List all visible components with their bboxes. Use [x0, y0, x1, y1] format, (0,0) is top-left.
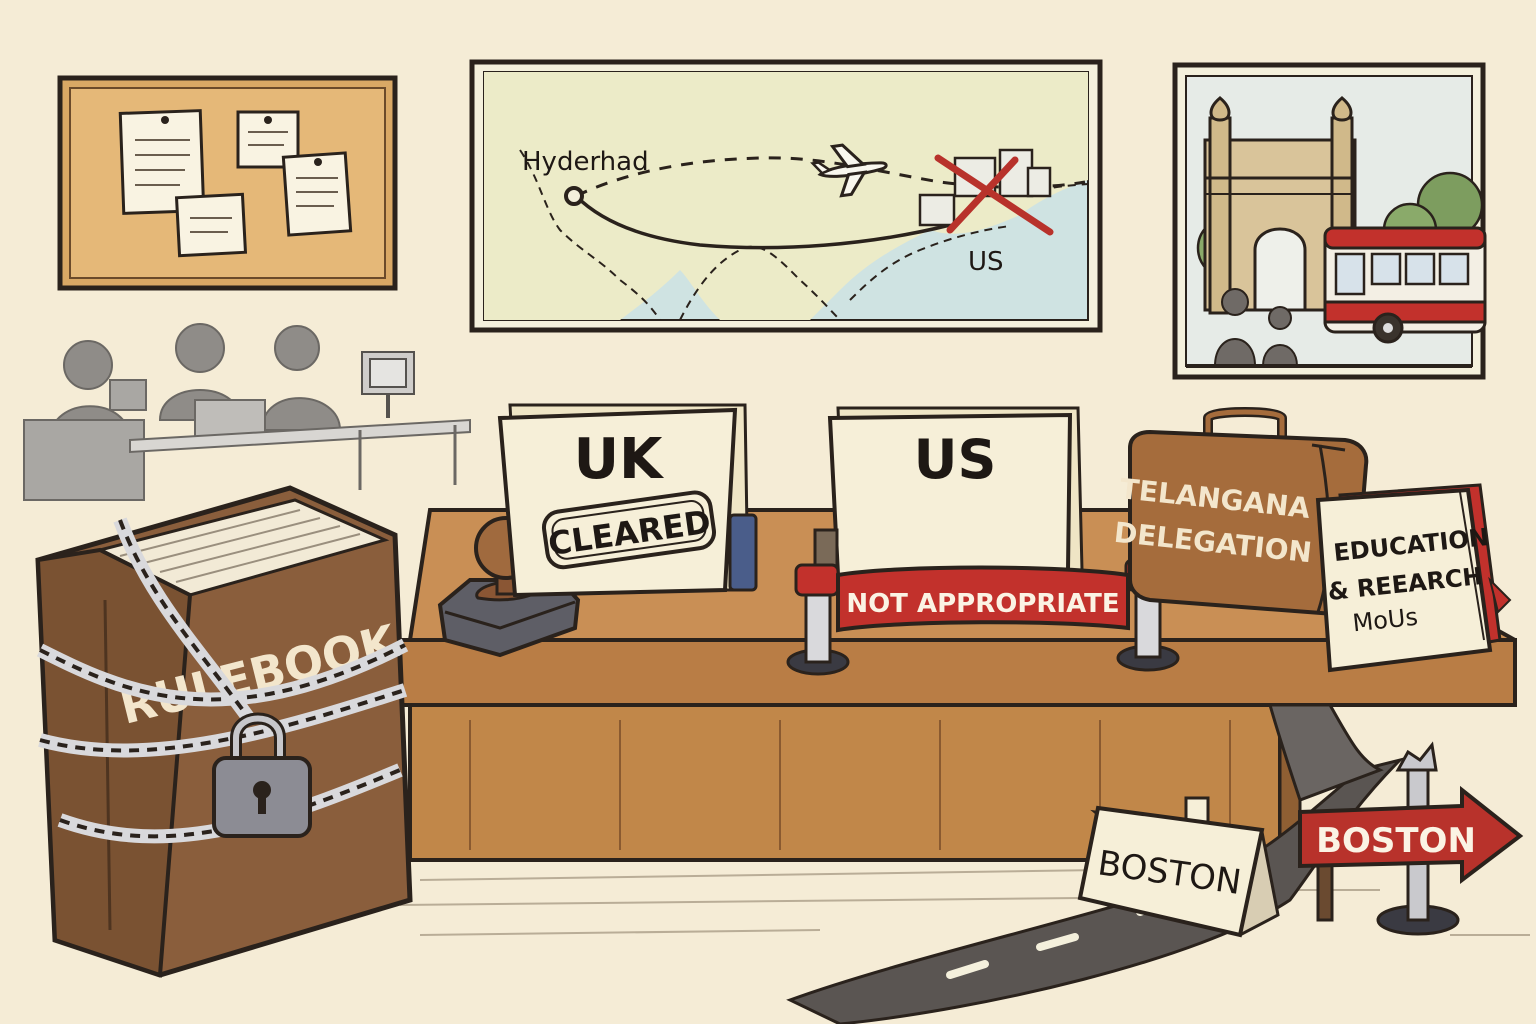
stanchion-left	[786, 563, 850, 676]
chained-rulebook: RULEBOOK	[35, 485, 413, 978]
signpost-label: BOSTON	[1316, 821, 1476, 861]
map-destination-label: US	[968, 247, 1004, 277]
uk-folder: UK CLEARED	[497, 403, 758, 598]
us-folder: US	[813, 406, 1084, 582]
pinned-note	[118, 109, 206, 215]
mou-line3: MoUs	[1351, 603, 1419, 638]
airplane-icon	[810, 143, 888, 198]
flight-path-solid	[574, 194, 951, 250]
cancel-x-mark	[934, 154, 1054, 236]
floor-hatching	[399, 869, 1530, 936]
not-appropriate-label: NOT APPROPRIATE	[846, 589, 1119, 619]
hyderabad-picture	[1172, 62, 1487, 380]
pinned-note	[281, 151, 353, 237]
us-folder-label: US	[914, 428, 997, 491]
origin-marker	[564, 186, 584, 206]
bus-icon	[1323, 226, 1487, 344]
boston-arrow-sign	[1298, 785, 1524, 885]
boston-place-card: BOSTON	[1077, 796, 1280, 938]
cork-board	[57, 75, 398, 291]
pinned-note	[174, 192, 248, 258]
padlock-icon	[212, 712, 312, 838]
mou-book: EDUCATION & REEARCH MoUs	[1315, 483, 1512, 673]
map-origin-label: Hyderhad	[522, 147, 649, 177]
office-workers-background	[23, 323, 471, 501]
world-map: Hyderhad US	[469, 59, 1103, 333]
boston-signpost: BOSTON	[1298, 741, 1524, 936]
uk-folder-label: UK	[574, 427, 665, 492]
not-appropriate-banner	[836, 565, 1130, 633]
cleared-stamp: CLEARED	[541, 490, 716, 570]
map-landmass	[484, 72, 1088, 320]
people-silhouettes	[1213, 288, 1299, 367]
